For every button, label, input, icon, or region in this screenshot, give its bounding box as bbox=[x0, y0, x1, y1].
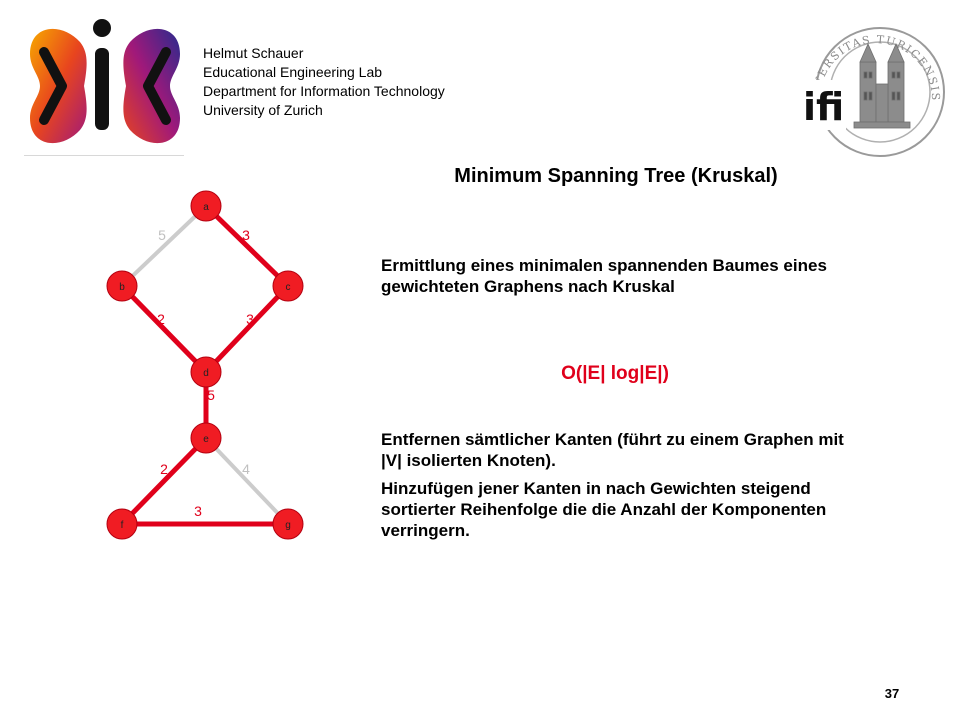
node-g: g bbox=[272, 508, 304, 540]
node-a: a bbox=[190, 190, 222, 222]
edge-e-g bbox=[204, 436, 290, 526]
ifi-logo-text: ifi bbox=[803, 85, 844, 129]
author-lab: Educational Engineering Lab bbox=[203, 64, 383, 80]
paragraph-intro: Ermittlung eines minimalen spannenden Ba… bbox=[381, 256, 827, 296]
logo-divider bbox=[24, 155, 184, 156]
edge-e-f bbox=[120, 436, 208, 526]
node-b: b bbox=[106, 270, 138, 302]
node-label-d: d bbox=[203, 368, 209, 379]
node-e: e bbox=[190, 422, 222, 454]
slide-title: Minimum Spanning Tree (Kruskal) bbox=[454, 165, 778, 187]
node-label-c: c bbox=[286, 282, 291, 293]
edge-weight-b-d: 2 bbox=[157, 311, 165, 327]
edge-b-d bbox=[120, 284, 208, 374]
node-label-a: a bbox=[203, 202, 209, 213]
author-university: University of Zurich bbox=[203, 102, 323, 118]
edge-weight-a-b: 5 bbox=[158, 227, 166, 243]
edge-c-d bbox=[204, 284, 290, 374]
node-d: d bbox=[190, 356, 222, 388]
author-department: Department for Information Technology bbox=[203, 83, 445, 99]
complexity-formula: O(|E| log|E|) bbox=[561, 363, 669, 384]
edge-a-b bbox=[120, 204, 208, 288]
page-number: 37 bbox=[884, 686, 900, 701]
node-label-f: f bbox=[121, 520, 124, 531]
edge-weight-c-d: 3 bbox=[246, 311, 254, 327]
edge-a-c bbox=[204, 204, 290, 288]
author-block: Helmut Schauer Educational Engineering L… bbox=[203, 44, 445, 120]
edge-weight-f-g: 3 bbox=[194, 503, 202, 519]
paragraph-step-2: Hinzufügen jener Kanten in nach Gewichte… bbox=[381, 479, 827, 540]
edge-weight-e-g: 4 bbox=[242, 461, 250, 477]
node-label-b: b bbox=[119, 282, 125, 293]
node-label-g: g bbox=[285, 520, 291, 531]
paragraph-step-1: Entfernen sämtlicher Kanten (führt zu ei… bbox=[381, 430, 844, 470]
ifi-seal-logo: UNIVERSITAS TURICENSIS ifi bbox=[800, 27, 945, 157]
author-name: Helmut Schauer bbox=[203, 45, 304, 61]
edge-weight-e-f: 2 bbox=[160, 461, 168, 477]
edge-weight-a-c: 3 bbox=[242, 227, 250, 243]
ike-logo bbox=[30, 19, 180, 144]
node-f: f bbox=[106, 508, 138, 540]
mst-graph: 5 3 2 3 5 2 4 3 a b c d e f g bbox=[106, 190, 304, 540]
node-c: c bbox=[272, 270, 304, 302]
node-label-e: e bbox=[203, 434, 209, 445]
edge-weight-d-e: 5 bbox=[207, 387, 215, 403]
